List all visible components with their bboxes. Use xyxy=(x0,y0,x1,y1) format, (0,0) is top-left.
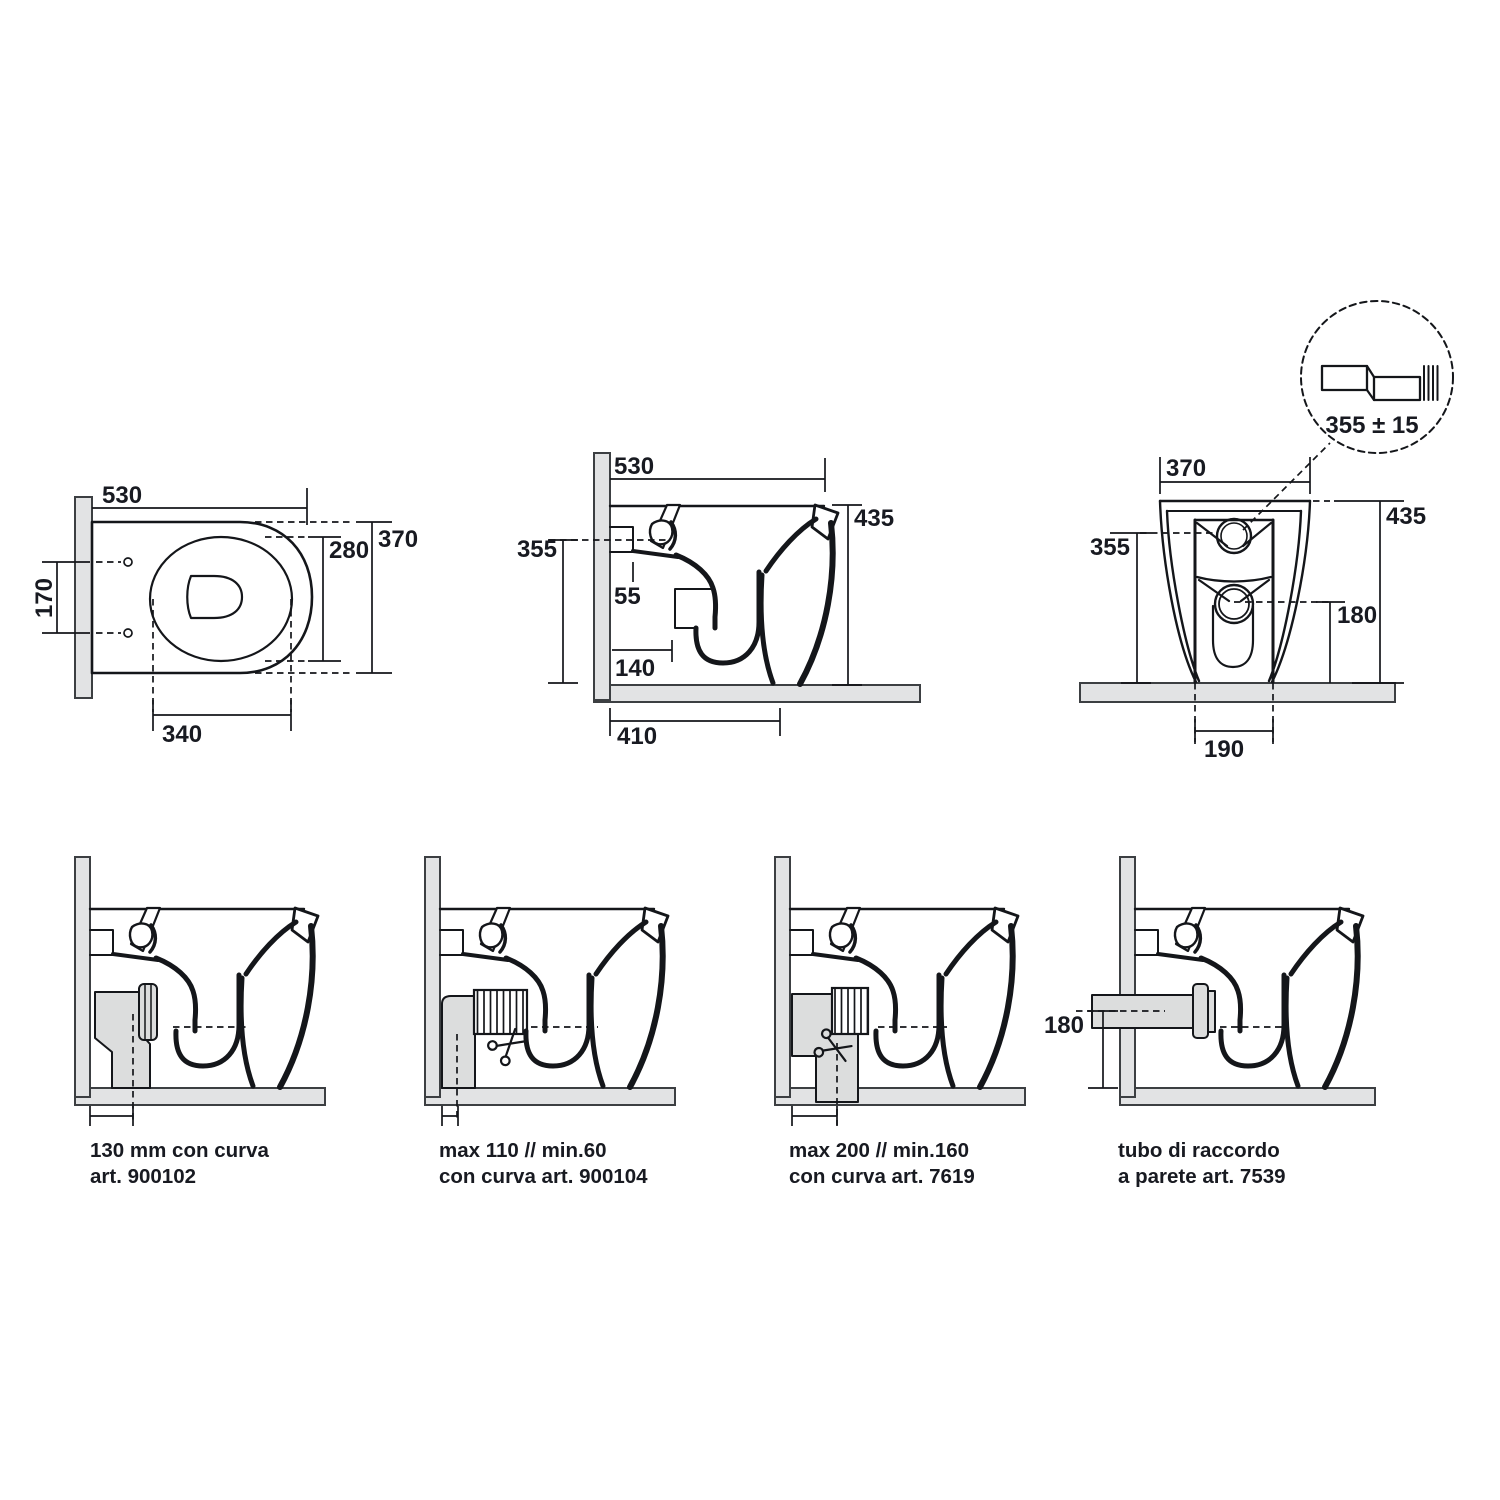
pedestal-recess xyxy=(1211,604,1255,669)
floor-section xyxy=(74,1087,326,1106)
wall-section xyxy=(774,856,791,1098)
corrugated-hose xyxy=(830,986,870,1036)
detail-dim-label: 355 ± 15 xyxy=(1325,412,1418,439)
wall-section xyxy=(74,856,91,1098)
install-1-caption-line1: 130 mm con curva xyxy=(90,1139,269,1162)
dim-plan-depth: 370 xyxy=(378,526,418,553)
install-option-1: 130 mm con curva art. 900102 xyxy=(74,856,326,1188)
floor-section xyxy=(593,684,921,703)
dim-side-trap-height: 140 xyxy=(615,655,655,682)
install-4-dim: 180 xyxy=(1044,1012,1084,1039)
detail-leader-line xyxy=(1242,442,1331,531)
dim-front-height: 435 xyxy=(1386,503,1426,530)
dim-plan-seat-depth: 280 xyxy=(329,537,369,564)
wall-section xyxy=(74,496,93,699)
floor-section xyxy=(774,1087,1026,1106)
side-view: 530 435 355 55 140 410 xyxy=(517,452,921,750)
install-2-caption-line1: max 110 // min.60 xyxy=(439,1139,607,1162)
install-3-caption-line2: con curva art. 7619 xyxy=(789,1165,975,1188)
floor-section xyxy=(1079,682,1396,703)
floor-section xyxy=(424,1087,676,1106)
install-3-caption-line1: max 200 // min.160 xyxy=(789,1139,969,1162)
install-option-2: max 110 // min.60 con curva art. 900104 xyxy=(424,856,676,1188)
front-column-sides xyxy=(1193,518,1275,684)
drain-circle xyxy=(1213,583,1255,625)
wall-section xyxy=(424,856,441,1098)
front-view: 370 435 355 180 190 xyxy=(1079,455,1426,763)
dim-front-outlet-height: 355 xyxy=(1090,534,1130,561)
dim-front-drain-height: 180 xyxy=(1337,602,1377,629)
outlet-adapter-drawing xyxy=(1320,364,1369,392)
front-inner-sides xyxy=(1165,509,1303,683)
dim-side-height: 435 xyxy=(854,505,894,532)
install-4-caption-line1: tubo di raccordo xyxy=(1118,1139,1280,1162)
install-1-caption-line2: art. 900102 xyxy=(90,1165,196,1188)
dim-side-outlet-height: 355 xyxy=(517,536,557,563)
plan-view: 530 370 280 170 340 xyxy=(31,482,418,748)
fixing-hole xyxy=(123,557,133,567)
pipe-hatch-lines xyxy=(1423,365,1439,401)
dim-front-width: 370 xyxy=(1166,455,1206,482)
dim-side-width: 530 xyxy=(614,453,654,480)
dim-plan-width: 530 xyxy=(102,482,142,509)
seat-ring-plan xyxy=(148,535,294,663)
install-4-caption-line2: a parete art. 7539 xyxy=(1118,1165,1286,1188)
floor-section xyxy=(1119,1087,1376,1106)
front-outer-sides xyxy=(1158,499,1312,684)
install-2-caption-line2: con curva art. 900104 xyxy=(439,1165,648,1188)
dim-side-base-depth: 410 xyxy=(617,723,657,750)
flush-inlet-circle xyxy=(1215,517,1253,555)
install-option-4: 180 tubo di raccordo a parete art. 7539 xyxy=(1044,856,1376,1188)
dim-front-base-width: 190 xyxy=(1204,736,1244,763)
wall-section xyxy=(1119,856,1136,1098)
dim-side-outlet-offset: 55 xyxy=(614,583,641,610)
pipe-collar xyxy=(1207,990,1216,1033)
dim-plan-seat-length: 340 xyxy=(162,721,202,748)
drain-plan xyxy=(186,574,244,620)
wall-section xyxy=(593,452,611,701)
fixing-hole xyxy=(123,628,133,638)
trap-step-lines xyxy=(674,588,713,629)
detail-circle xyxy=(1300,300,1454,454)
pipe-collar xyxy=(138,983,158,1041)
corrugated-hose xyxy=(472,988,529,1036)
dim-plan-holes-spacing: 170 xyxy=(31,578,58,618)
elbow-pipe xyxy=(441,995,476,1089)
install-option-3: max 200 // min.160 con curva art. 7619 xyxy=(774,856,1026,1188)
outlet-detail-callout: 355 ± 15 xyxy=(1242,300,1454,531)
pipe-flange xyxy=(1192,983,1209,1039)
